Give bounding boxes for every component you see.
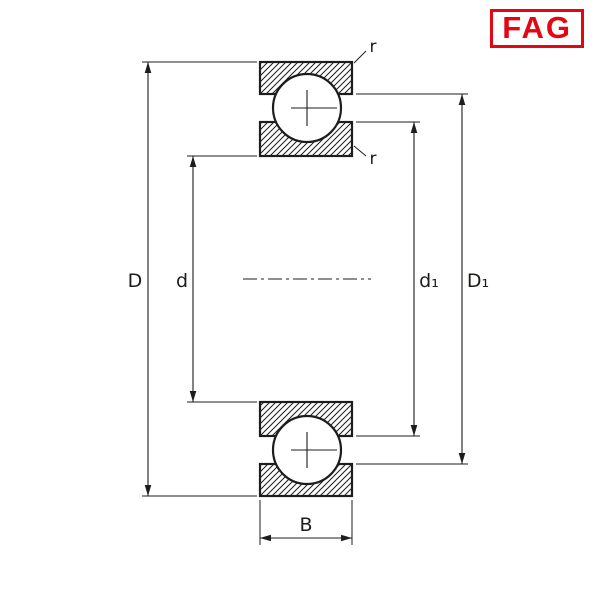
dim-label-D1: D₁ <box>467 270 489 292</box>
arrow-down-icon <box>144 485 152 496</box>
arrow-up-icon <box>189 156 197 167</box>
dimension-D: D <box>128 62 152 496</box>
arrow-left-icon <box>260 534 271 542</box>
arrow-down-icon <box>189 391 197 402</box>
dim-label-B: B <box>299 514 312 536</box>
dimension-d: d <box>176 156 197 402</box>
arrow-down-icon <box>458 453 466 464</box>
arrow-up-icon <box>410 122 418 133</box>
dimension-d1: d₁ <box>410 122 439 436</box>
arrow-down-icon <box>410 425 418 436</box>
dim-label-D: D <box>128 270 143 292</box>
arrow-up-icon <box>458 94 466 105</box>
r-label-inner: r <box>370 149 377 169</box>
fag-logo-text: FAG <box>502 10 572 45</box>
dim-label-d1: d₁ <box>419 270 439 292</box>
radius-callouts: r r <box>353 37 377 169</box>
dimension-D1: D₁ <box>458 94 489 464</box>
arrow-right-icon <box>341 534 352 542</box>
dim-label-d: d <box>176 270 188 292</box>
arrow-up-icon <box>144 62 152 73</box>
r-label-top: r <box>370 37 377 57</box>
ball-center-marks <box>291 90 337 468</box>
fag-logo: FAG <box>490 9 584 48</box>
dimension-B: B <box>260 514 352 542</box>
